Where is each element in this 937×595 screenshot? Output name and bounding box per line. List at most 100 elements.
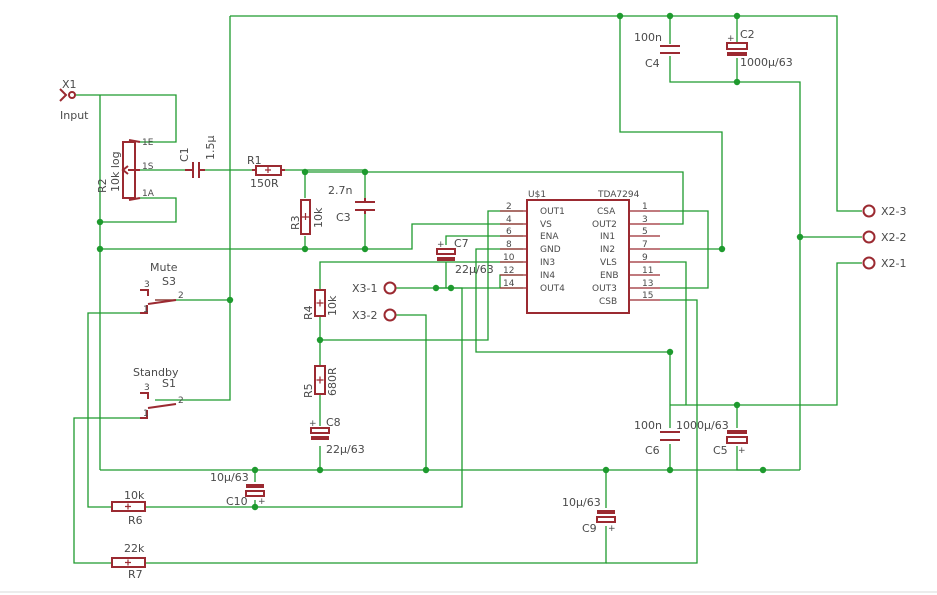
electrolytic-body <box>726 42 748 50</box>
resistor-body <box>300 199 311 235</box>
ic-pin-name: OUT4 <box>540 284 565 294</box>
resistor-r4-name: R4 <box>302 305 315 320</box>
switch-s3-pin3: 3 <box>144 280 150 290</box>
junction <box>361 245 369 253</box>
capacitor-c7[interactable]: + C7 22µ/63 <box>436 237 494 276</box>
ic-pin-number: 13 <box>642 279 653 289</box>
junction <box>602 466 610 474</box>
junction <box>796 233 804 241</box>
electrolytic-body <box>245 490 265 497</box>
electrolytic-plate <box>437 257 455 261</box>
polarity-plus-icon: + <box>258 497 266 507</box>
resistor-r5-value: 680R <box>326 367 339 396</box>
junction <box>666 466 674 474</box>
ic-value: TDA7294 <box>597 190 640 200</box>
capacitor-c2-name: C2 <box>740 28 755 41</box>
wire-pot-a <box>100 197 177 223</box>
ic-pin-number: 9 <box>642 253 648 263</box>
connector-x2-3-label: X2-3 <box>881 205 907 218</box>
terminal-icon <box>862 230 876 244</box>
switch-contact <box>140 392 149 399</box>
resistor-mark <box>316 376 324 384</box>
wires <box>73 15 862 564</box>
junction <box>301 168 309 176</box>
capacitor-c6[interactable]: 100n C6 <box>634 419 680 457</box>
capacitor-c8[interactable]: + C8 22µ/63 <box>309 416 365 456</box>
wire-pin1 <box>660 210 709 289</box>
resistor-r4[interactable]: R4 10k <box>302 289 339 320</box>
ic-pin-name: CSA <box>597 207 616 217</box>
connector-x2-3[interactable]: X2-3 <box>862 204 907 218</box>
wire-c9-bottom <box>145 526 607 564</box>
switch-s1-pin2: 2 <box>178 396 184 406</box>
polarity-plus-icon: + <box>437 240 445 250</box>
resistor-r6[interactable]: 10k R6 <box>111 489 146 527</box>
pot-r2-name: R2 <box>96 178 109 193</box>
wire-x2-1 <box>670 262 862 406</box>
junction <box>733 78 741 86</box>
ic-pin-number: 6 <box>506 227 512 237</box>
wire-input <box>75 94 177 143</box>
junction <box>251 503 259 511</box>
resistor-mark <box>125 559 131 566</box>
capacitor-c9-value: 10µ/63 <box>562 496 601 509</box>
switch-s1-label: Standby <box>133 366 179 379</box>
potentiometer-r2[interactable]: R2 10k log 1E 1S 1A <box>96 138 155 201</box>
wire-pin10 <box>319 261 523 288</box>
ic-pin-number: 4 <box>506 215 512 225</box>
junction <box>447 284 455 292</box>
ic-pin-number: 5 <box>642 227 648 237</box>
resistor-r7-value: 22k <box>124 542 145 555</box>
junction <box>226 296 234 304</box>
wire-pin7-loop <box>619 16 723 250</box>
junctions <box>96 12 804 511</box>
capacitor-c3[interactable]: 2.7n C3 <box>328 184 375 224</box>
ic-pin-name: IN2 <box>600 245 615 255</box>
switch-s3-label: Mute <box>150 261 178 274</box>
capacitor-c9[interactable]: + 10µ/63 C9 <box>562 496 616 535</box>
resistor-body <box>111 501 146 512</box>
ic-name: U$1 <box>528 190 546 200</box>
connector-x2-2[interactable]: X2-2 <box>862 230 907 244</box>
switch-s3-pin1: 1 <box>143 305 149 315</box>
capacitor-c10[interactable]: + 10µ/63 C10 <box>210 471 266 508</box>
wire-r6-left <box>87 312 140 508</box>
resistor-r3[interactable]: R3 10k <box>289 199 325 235</box>
ic-pin-number: 15 <box>642 291 653 301</box>
junction <box>616 12 624 20</box>
capacitor-c4[interactable]: 100n C4 <box>634 31 680 70</box>
resistor-r6-value: 10k <box>124 489 145 502</box>
capacitor-c5[interactable]: + 1000µ/63 C5 <box>676 419 748 457</box>
resistor-r7[interactable]: 22k R7 <box>111 542 146 581</box>
connector-x1[interactable]: X1 Input <box>59 78 89 122</box>
connector-x3-2[interactable]: X3-2 <box>352 308 397 322</box>
ic-pin-name: OUT1 <box>540 207 565 217</box>
junction <box>422 466 430 474</box>
polarity-plus-icon: + <box>727 34 735 44</box>
wire-pin15 <box>606 299 698 564</box>
capacitor-c10-value: 10µ/63 <box>210 471 249 484</box>
connector-x2-1[interactable]: X2-1 <box>862 256 907 270</box>
ic-tda7294[interactable]: U$1 TDA7294 2 4 6 8 10 12 <box>500 190 660 314</box>
resistor-r1[interactable]: R1 150R <box>247 154 285 190</box>
resistor-r5[interactable]: R5 680R <box>302 365 339 398</box>
switch-s3-pin2: 2 <box>178 291 184 301</box>
ic-pin-number: 14 <box>503 279 515 289</box>
pot-pin-s: 1S <box>142 162 154 172</box>
pot-pin-a: 1A <box>142 189 155 199</box>
connector-x3-1[interactable]: X3-1 <box>352 281 397 295</box>
wire-pin6 <box>445 235 523 245</box>
capacitor-c1[interactable]: C1 1.5µ <box>178 136 217 179</box>
resistor-body <box>314 365 326 395</box>
capacitor-c2[interactable]: + C2 1000µ/63 <box>726 28 793 69</box>
capacitor-c5-name: C5 <box>713 444 728 457</box>
switch-s1[interactable]: Standby S1 3 2 1 <box>133 366 184 419</box>
ic-pin-name: OUT3 <box>592 284 617 294</box>
ic-pin-number: 11 <box>642 266 653 276</box>
plug-icon <box>68 91 76 99</box>
electrolytic-plate <box>311 436 329 440</box>
switch-s3[interactable]: Mute S3 3 2 1 <box>140 261 184 315</box>
ic-pin-number: 7 <box>642 240 648 250</box>
junction <box>301 245 309 253</box>
capacitor-c3-value: 2.7n <box>328 184 352 197</box>
